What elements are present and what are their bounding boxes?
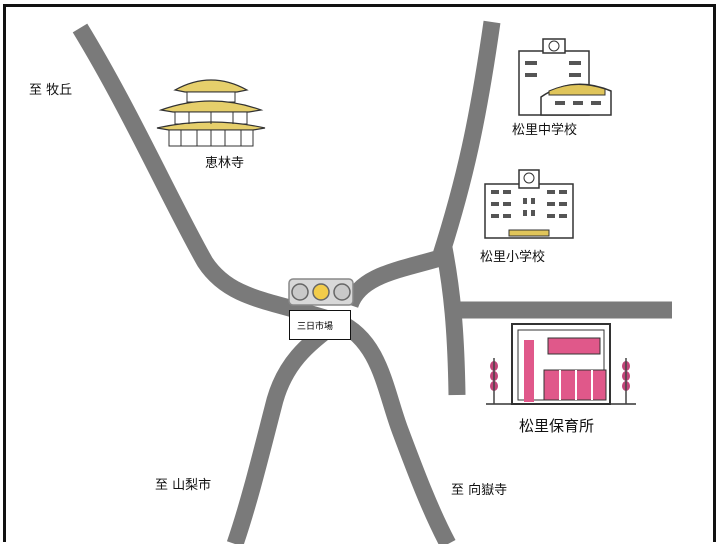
road-to-yamanashi (226, 315, 343, 544)
place-nursery-label: 松里保育所 (519, 417, 595, 435)
dest-kotakudera-label: 至 向嶽寺 (451, 483, 508, 498)
road-to-makioka (72, 23, 341, 331)
road-to-kotakudera (334, 314, 456, 544)
place-elementary-school-label: 松里小学校 (480, 250, 546, 265)
school-icon (484, 169, 574, 239)
road-north (341, 20, 501, 309)
place-middle-school-label: 松里中学校 (512, 123, 578, 138)
intersection-label: 三日市場 (289, 310, 351, 340)
traffic-signal-icon (288, 278, 354, 306)
nursery-icon (486, 323, 636, 405)
temple-icon (156, 79, 266, 147)
road-branch-south (435, 246, 466, 396)
place-erinji-label: 恵林寺 (205, 156, 245, 171)
dest-yamanashi-label: 至 山梨市 (155, 478, 212, 493)
school-icon (518, 38, 612, 116)
dest-makioka-label: 至 牧丘 (29, 83, 73, 98)
